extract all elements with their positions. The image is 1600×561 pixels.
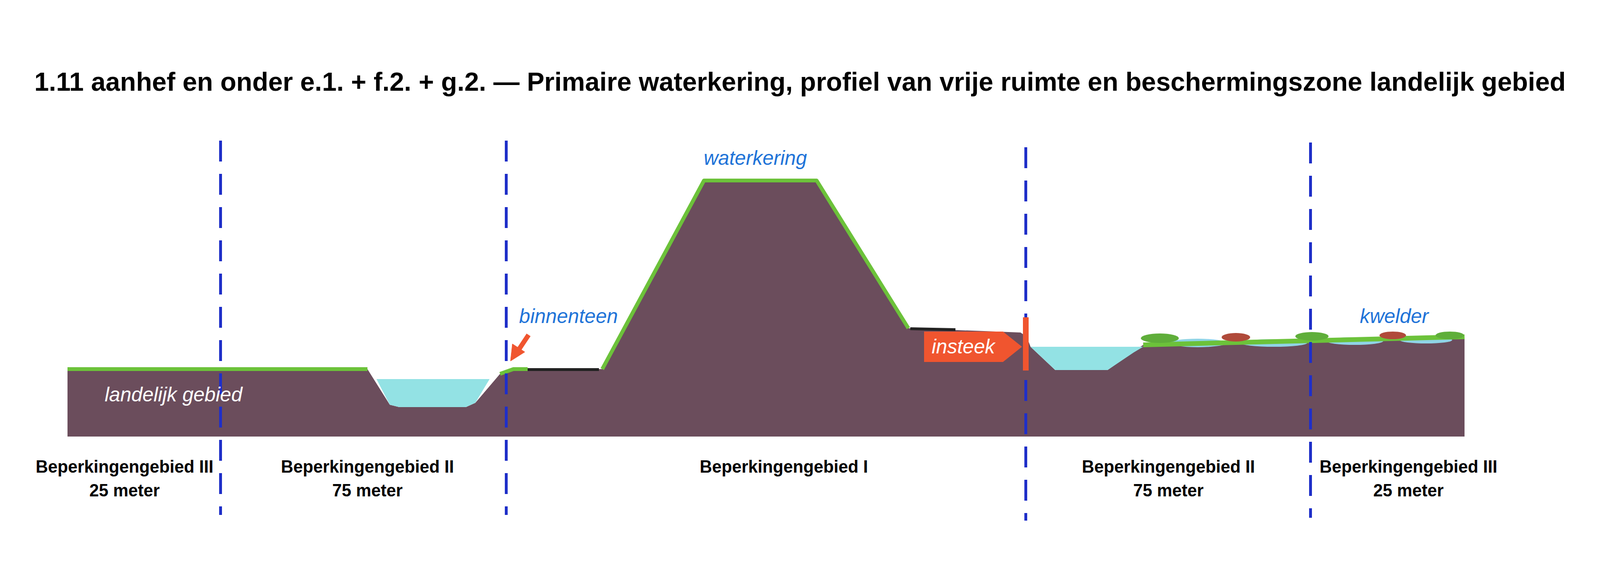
ditch-water <box>1030 346 1144 371</box>
zone-width: 75 meter <box>332 481 403 502</box>
ground <box>67 180 1465 437</box>
ditch-water <box>376 379 490 408</box>
grass <box>67 180 1465 375</box>
paved-strip <box>527 328 956 370</box>
zone-name: Beperkingengebied II <box>1081 457 1255 478</box>
kwelder-label: kwelder <box>1359 305 1429 328</box>
title: 1.11 aanhef en onder e.1. + f.2. + g.2. … <box>34 66 1566 97</box>
dike-label: waterkering <box>703 146 807 170</box>
zone-boundary <box>220 140 1311 521</box>
zone-name: Beperkingengebied III <box>35 457 214 478</box>
binnenteen-arrow <box>510 335 529 362</box>
zone-name: Beperkingengebied III <box>1319 457 1498 478</box>
area-label: landelijk gebied <box>104 383 243 407</box>
binnenteen-label: binnenteen <box>519 305 618 328</box>
zone-width: 25 meter <box>1373 481 1444 502</box>
zone-name: Beperkingengebied I <box>699 457 868 478</box>
callout-text: insteek <box>924 331 1022 363</box>
zone-width: 25 meter <box>89 481 160 502</box>
zone-name: Beperkingengebied II <box>280 457 454 478</box>
zone-width: 75 meter <box>1133 481 1204 502</box>
callout-fill <box>924 331 1022 363</box>
insteek-marker <box>1022 317 1029 371</box>
callout-arrow: insteek <box>924 331 1022 363</box>
kwelder-vegetation <box>1140 331 1465 344</box>
